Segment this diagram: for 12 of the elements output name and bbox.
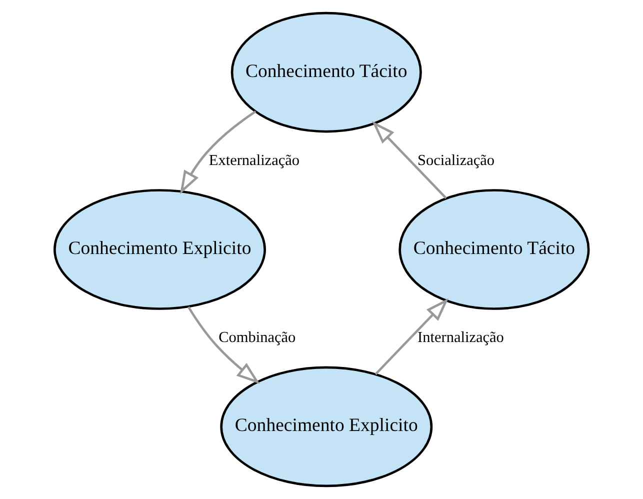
node-ellipse: Conhecimento Explicito	[54, 189, 266, 310]
node-ellipse: Conhecimento Tácito	[230, 12, 422, 133]
arrow	[187, 306, 260, 384]
arrow	[374, 298, 449, 375]
edge-label: Combinação	[218, 329, 296, 346]
arrow	[372, 121, 447, 200]
edge-label: Externalização	[208, 152, 300, 169]
arrow	[180, 110, 256, 194]
node-ellipse: Conhecimento Explicito	[220, 366, 433, 488]
node-ellipse: Conhecimento Tácito	[398, 189, 590, 310]
edge-label: Internalização	[418, 329, 504, 346]
edge-label: Socialização	[418, 152, 495, 169]
